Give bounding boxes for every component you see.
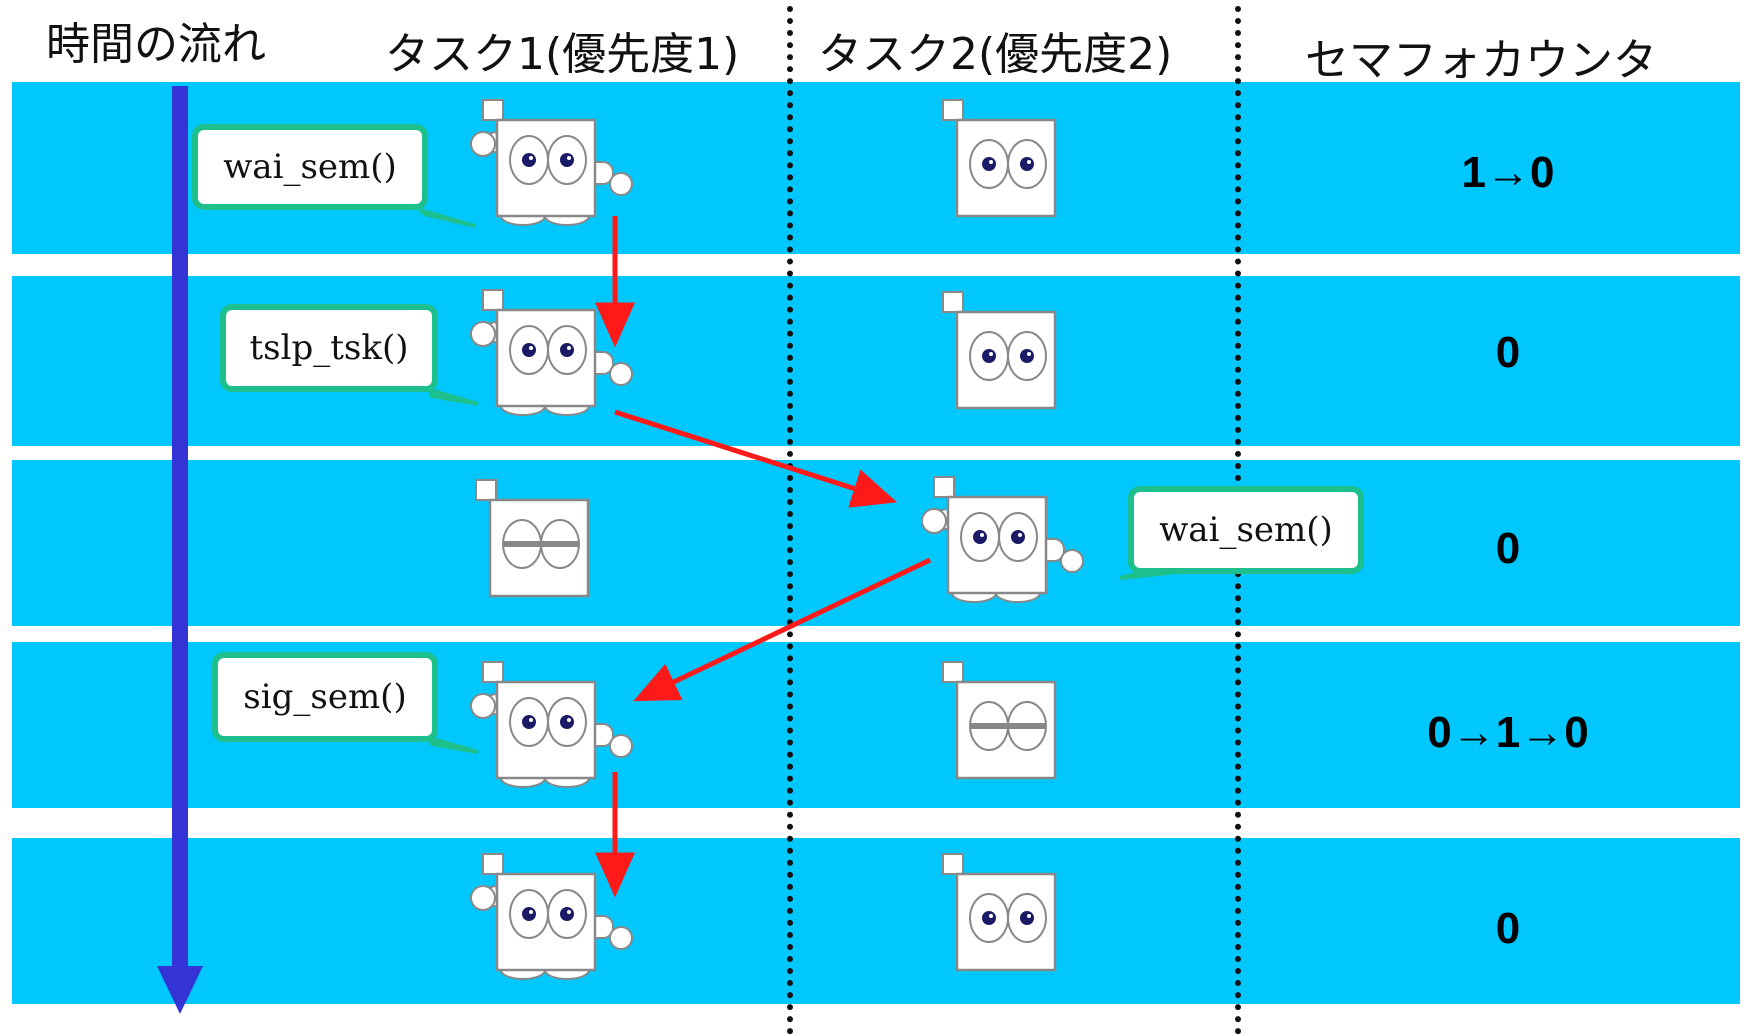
semaphore-count-3: 0: [1495, 524, 1521, 573]
row-band-5: [12, 838, 1740, 1004]
task2-robot-waiting: [941, 290, 1057, 410]
bubble-tail-1: [418, 208, 476, 228]
task1-robot-active: [469, 98, 634, 227]
task2-robot-sleeping: [941, 660, 1057, 780]
task2-robot-waiting: [941, 98, 1057, 218]
task2-robot-active: [920, 475, 1085, 604]
bubble-tail-4: [426, 735, 479, 754]
task2-robot-waiting: [941, 852, 1057, 972]
transition-arrow: [633, 557, 932, 702]
time-flow-arrowhead: [157, 966, 203, 1014]
task1-header: タスク1(優先度1): [385, 29, 740, 80]
call-bubble-wai-sem: wai_sem(): [192, 124, 428, 210]
task1-robot-active: [469, 660, 634, 789]
task1-robot-active: [469, 288, 634, 417]
bubble-tail-2: [426, 387, 479, 406]
task1-robot-sleeping: [474, 478, 590, 598]
call-bubble-tslp-tsk: tslp_tsk(): [220, 304, 438, 392]
time-flow-label: 時間の流れ: [46, 19, 266, 70]
call-bubble-sig-sem: sig_sem(): [212, 652, 438, 742]
semaphore-count-4: 0→1→0: [1427, 708, 1589, 757]
task1-robot-active: [469, 852, 634, 981]
column-divider-1: [787, 6, 793, 1035]
semaphore-counter-header: セマフォカウンタ: [1305, 35, 1657, 86]
transition-arrow: [614, 409, 898, 508]
semaphore-count-1: 1→0: [1461, 148, 1555, 197]
task2-header: タスク2(優先度2): [818, 29, 1173, 80]
semaphore-count-5: 0: [1495, 904, 1521, 953]
time-flow-arrow: [172, 86, 188, 966]
semaphore-count-2: 0: [1495, 328, 1521, 377]
call-bubble-wai-sem-task2: wai_sem(): [1128, 486, 1364, 574]
